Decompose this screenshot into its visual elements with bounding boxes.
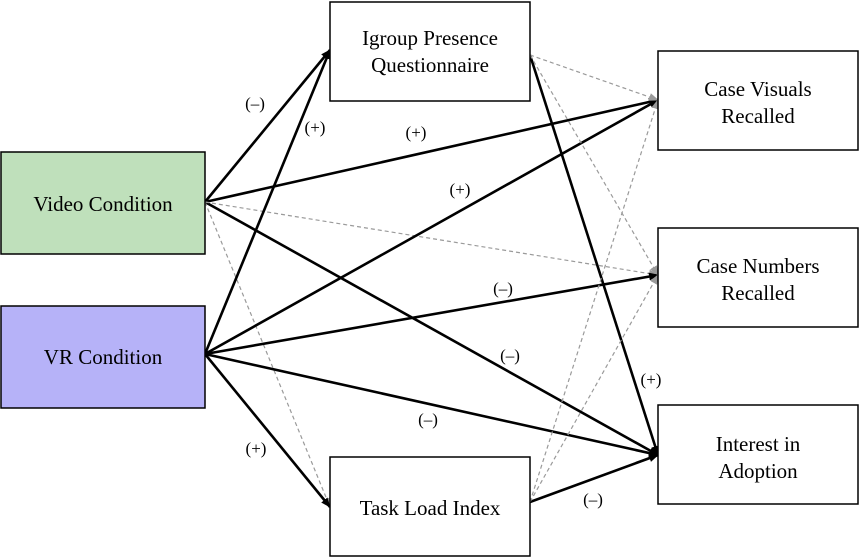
edge-tli-visuals [529, 99, 660, 503]
edge-vr-igroup [203, 49, 332, 355]
edge-tli-numbers [529, 274, 659, 503]
edge-video-igroup [203, 49, 332, 203]
node-case-visuals-recalled: Case Visuals Recalled [657, 50, 859, 151]
edge-sign-vr-visuals: (+) [450, 180, 471, 199]
node-interest-in-adoption: Interest in Adoption [657, 404, 859, 505]
node-case-visuals-label-line-1: Case Visuals [704, 77, 811, 101]
edge-video-tli [204, 201, 331, 508]
node-task-load-index: Task Load Index [329, 456, 531, 557]
edge-sign-video-interest: (–) [500, 346, 520, 365]
node-vr-condition-label: VR Condition [44, 345, 163, 369]
edge-sign-vr-igroup: (+) [305, 118, 326, 137]
node-case-numbers-label-line-1: Case Numbers [696, 254, 819, 278]
node-interest-label-line-1: Interest in [716, 432, 801, 456]
edge-sign-video-igroup: (–) [245, 94, 265, 113]
node-video-condition: Video Condition [0, 151, 206, 255]
edge-sign-vr-interest: (–) [418, 410, 438, 429]
edge-vr-visuals [204, 98, 659, 356]
edge-vr-tli [203, 353, 332, 508]
node-video-condition-label: Video Condition [33, 192, 173, 216]
node-igroup-presence-label-line-1: Igroup Presence [362, 26, 498, 50]
node-interest-label-line-2: Adoption [718, 459, 798, 483]
node-vr-condition: VR Condition [0, 305, 206, 409]
signs-layer: (–) (+) (–) (+) (+) (–) (–) (+) (+) (–) [245, 94, 661, 509]
edge-sign-vr-tli: (+) [246, 439, 267, 458]
node-task-load-index-label: Task Load Index [360, 496, 501, 520]
edges-layer [203, 49, 660, 508]
edge-igroup-visuals [529, 54, 659, 101]
edge-igroup-numbers [529, 54, 659, 276]
edge-video-interest [204, 200, 659, 457]
edge-sign-tli-interest: (–) [583, 490, 603, 509]
edge-sign-igroup-interest: (+) [641, 370, 662, 389]
node-case-visuals-label-line-2: Recalled [721, 104, 795, 128]
edge-sign-video-visuals: (+) [406, 123, 427, 142]
edge-vr-numbers [204, 272, 659, 356]
edge-sign-vr-numbers: (–) [493, 279, 513, 298]
edge-tli-interest [529, 453, 659, 504]
edge-vr-interest [204, 352, 659, 457]
node-igroup-presence-label-line-2: Questionnaire [371, 53, 489, 77]
edge-igroup-interest [528, 54, 660, 456]
edge-video-visuals [204, 98, 659, 204]
node-igroup-presence: Igroup Presence Questionnaire [329, 1, 531, 102]
node-case-numbers-label-line-2: Recalled [721, 281, 795, 305]
node-case-numbers-recalled: Case Numbers Recalled [657, 227, 859, 328]
